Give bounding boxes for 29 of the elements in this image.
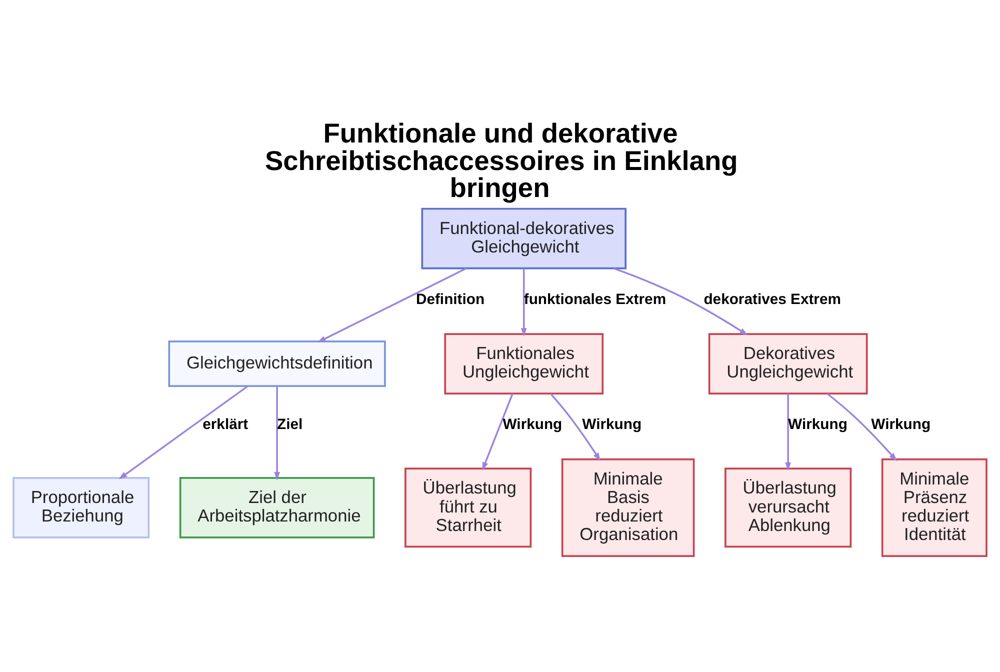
edge-label: funktionales Extrem [524, 291, 666, 308]
arrow [274, 386, 280, 480]
arrow [317, 267, 467, 342]
node-box: Ziel der Arbeitsplatzharmonie [179, 476, 375, 538]
node-box: Minimale Basis reduziert Organisation [561, 458, 695, 556]
edge-label: Wirkung [582, 416, 642, 433]
node-box: Funktionales Ungleichgewicht [444, 332, 604, 394]
node-box: Dekoratives Ungleichgewicht [708, 332, 868, 394]
arrow [118, 385, 248, 479]
node-box: Funktional-dekoratives Gleichgewicht [421, 207, 627, 269]
arrow [482, 392, 514, 470]
node-box: Überlastung führt zu Starrheit [404, 467, 532, 548]
arrow [785, 393, 792, 470]
node-box: Minimale Präsenz reduziert Identität [881, 458, 988, 556]
edge-label: Definition [416, 291, 485, 308]
arrow [520, 268, 527, 336]
arrow [614, 267, 748, 335]
node-box: Gleichgewichtsdefinition [168, 340, 386, 387]
edge-label: Wirkung [788, 416, 848, 433]
edge-label: Wirkung [871, 416, 931, 433]
arrow [826, 392, 898, 461]
edge-label: erklärt [202, 416, 248, 433]
node-box: Proportionale Beziehung [12, 476, 150, 538]
node-box: Überlastung verursacht Ablenkung [724, 467, 852, 548]
edge-label: Ziel [277, 416, 303, 433]
edge-label: dekoratives Extrem [704, 291, 841, 308]
edge-label: Wirkung [502, 416, 562, 433]
diagram-title: Funktionale und dekorative Schreibtischaccessoires in Einklang bringen [264, 117, 738, 203]
arrow [550, 392, 601, 461]
